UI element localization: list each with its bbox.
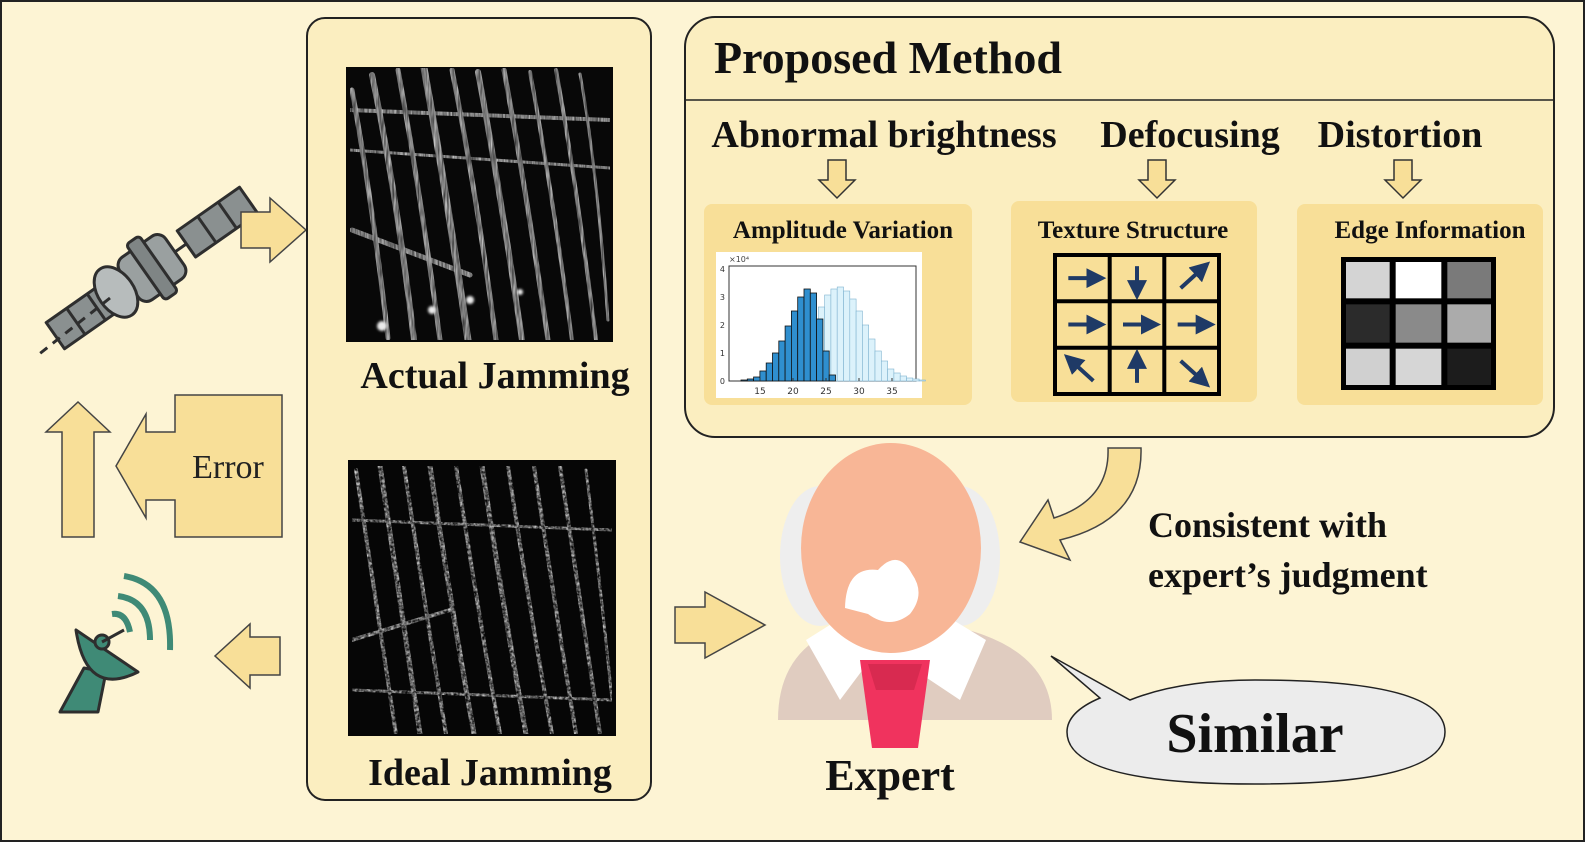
consistent-line-2: expert’s judgment [1148,555,1428,595]
ideal-jamming-label: Ideal Jamming [368,752,612,794]
speech-bubble [1050,655,1446,785]
arrow-to-expert [674,590,767,660]
histogram-xtick: 15 [754,387,765,397]
texture-grid [1053,253,1221,396]
consistent-label: Consistent with expert’s judgment [1148,505,1428,595]
histogram-bar-dark [816,318,824,382]
texture-structure-label: Texture Structure [1038,217,1229,244]
arrow-to-antenna [213,622,281,690]
histogram-bar-dark [791,310,799,382]
histogram-bar-dark [778,340,786,382]
histogram-ytick: 1 [720,349,725,358]
histogram-bar-dark [759,370,767,382]
edge-cell [1346,348,1390,385]
down-arrow-1 [817,159,857,200]
edge-cell [1447,348,1491,385]
up-arrow [44,400,112,538]
histogram-ytick: 4 [720,265,725,274]
antenna-icon [58,573,174,714]
histogram-ytick: 2 [720,321,725,330]
histogram-bar-light [862,324,870,382]
down-arrow-3 [1383,159,1423,200]
feature-abnormal-brightness: Abnormal brightness [711,114,1056,156]
histogram-bar-light [893,372,901,382]
histogram-xtick: 30 [853,387,865,397]
histogram-exponent: ×10⁴ [729,255,749,264]
histogram-bar-light [836,286,844,382]
expert-label: Expert [825,751,955,800]
curved-arrow [1018,447,1142,562]
histogram-xtick: 20 [787,387,799,397]
histogram-bar-dark [765,362,773,382]
histogram-bar-dark [822,350,830,382]
histogram-bar-dark [746,378,754,382]
edge-grid [1341,257,1496,390]
edge-cell [1395,262,1442,299]
histogram-bar-light [843,290,851,382]
histogram-bar-light [918,379,926,382]
ideal-jamming-image [348,460,616,737]
histogram-plot: ×10⁴ 0 1 2 3 4 15 20 25 30 35 [716,252,926,398]
histogram-bar-light [830,288,838,382]
amplitude-variation-label: Amplitude Variation [733,217,953,244]
histogram-bar-dark [809,292,817,382]
histogram-bar-light [868,338,876,382]
consistent-line-1: Consistent with [1148,505,1387,545]
edge-cell [1447,304,1491,343]
edge-cell [1346,262,1390,299]
histogram-bar-light [887,368,895,382]
similar-label: Similar [1166,703,1343,765]
edge-cell [1447,262,1491,299]
histogram-bar-dark [803,288,811,382]
edge-cell [1395,348,1442,385]
histogram-bar-dark [797,296,805,382]
histogram-bar-light [855,310,863,382]
satellite-icon [37,185,260,357]
histogram-bar-dark [828,374,836,382]
histogram-bar-light [874,350,882,382]
histogram-xtick: 25 [820,387,831,397]
edge-cell [1395,304,1442,343]
histogram-bar-dark [740,379,748,382]
down-arrow-2 [1137,159,1177,200]
error-label: Error [192,449,264,486]
histogram-bar-light [899,375,907,382]
edge-information-label: Edge Information [1335,217,1526,244]
histogram-bar-light [912,378,920,382]
actual-jamming-image [346,64,613,344]
expert-icon [778,443,1052,748]
histogram-bar-dark [784,325,792,382]
texture-arrow-up-left [1063,354,1095,383]
texture-arrow-down-right [1179,359,1211,388]
histogram-bar-light [906,377,914,382]
edge-cell [1346,304,1390,343]
histogram-ytick: 0 [720,377,725,386]
feature-defocusing: Defocusing [1100,114,1279,156]
method-title: Proposed Method [714,32,1062,83]
error-arrow [115,394,283,538]
feature-distortion: Distortion [1318,114,1483,156]
histogram-xtick: 35 [886,387,897,397]
histogram-bar-dark [772,352,780,382]
histogram-ytick: 3 [720,293,725,302]
histogram-bar-dark [753,376,761,382]
histogram-bar-light [849,298,857,382]
arrow-to-actual [240,196,308,264]
histogram-bar-light [880,360,888,382]
actual-jamming-label: Actual Jamming [360,355,629,397]
texture-arrow-up-right [1179,261,1211,290]
